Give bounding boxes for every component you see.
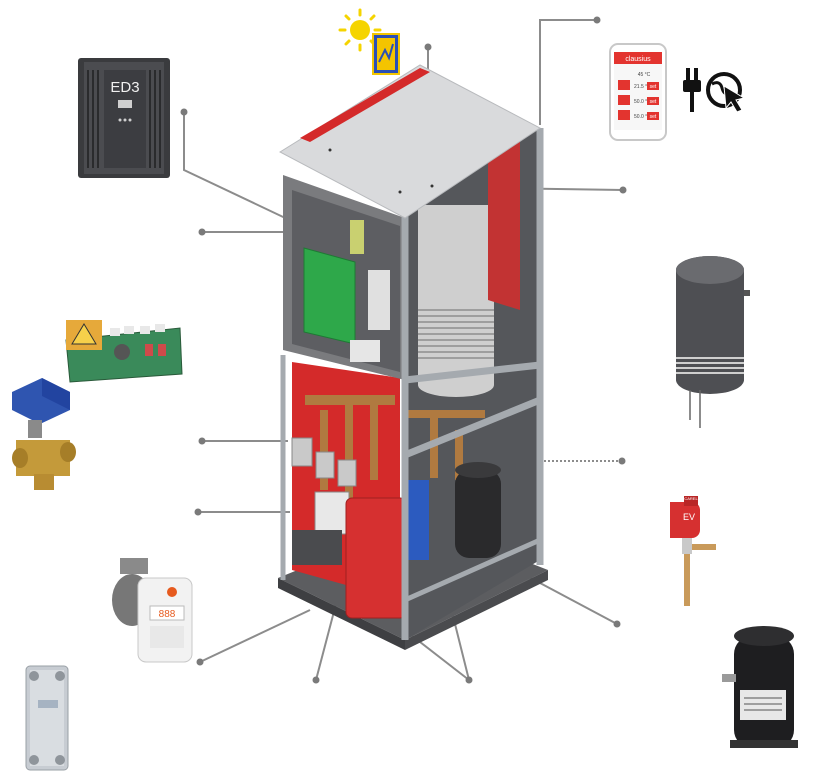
leader-dots xyxy=(180,16,627,684)
inverter-icon: ED3 xyxy=(78,58,170,178)
phone-row-icon xyxy=(618,110,630,120)
phone-row-value: 50.0 °C xyxy=(634,99,651,105)
phone-row-icon xyxy=(618,80,630,90)
valve-box xyxy=(337,459,357,487)
leader-line-inverter xyxy=(183,112,301,226)
ev-brand: CAREL xyxy=(684,496,698,501)
leader-dot xyxy=(198,437,206,445)
leader-dot xyxy=(424,43,432,51)
lid-red-edge xyxy=(300,68,430,142)
leader-line-exchanger xyxy=(199,609,311,663)
base-plate-side xyxy=(405,570,548,650)
remote-access-icon xyxy=(683,68,746,113)
phone-rows: 45 °C 21.5 °C set 50.0 °C set 50.0 °C se… xyxy=(618,72,659,120)
phone-set-label: set xyxy=(650,114,657,120)
frame xyxy=(280,128,544,640)
unit-compressor xyxy=(455,470,501,558)
motorized-valve-icon xyxy=(12,378,76,490)
smartphone-app-icon: clausius 45 °C 21.5 °C set 50.0 °C set 5… xyxy=(609,43,667,141)
unit-lid xyxy=(278,64,541,219)
storage-tank-icon xyxy=(676,256,750,428)
blue-tank xyxy=(405,480,429,560)
plate-heat-exchanger-icon xyxy=(25,665,69,771)
expansion-valve-icon: CAREL EV xyxy=(670,496,716,606)
phone-set-button xyxy=(647,112,659,120)
circulator-pump-icon: 888 xyxy=(112,558,193,663)
unit-pump xyxy=(314,491,350,535)
leader-dot xyxy=(465,676,473,684)
pipework xyxy=(305,395,485,500)
control-contactor xyxy=(350,340,380,362)
circuit-board-icon xyxy=(65,320,183,383)
control-green-module xyxy=(303,247,356,345)
phone-set-button xyxy=(647,82,659,90)
inverter-label: ED3 xyxy=(110,79,139,96)
control-relay xyxy=(368,270,390,330)
valve-box xyxy=(315,451,335,479)
valve-box xyxy=(291,437,313,467)
tank-coil xyxy=(418,309,494,359)
cabinet-red-corner xyxy=(488,140,520,310)
phone-row-value: 45 °C xyxy=(638,72,651,78)
sun-icon xyxy=(338,8,382,52)
phone-row-value: 21.5 °C xyxy=(634,84,651,90)
heat-pump-unit xyxy=(278,64,548,650)
phone-row-icon xyxy=(618,95,630,105)
unit-tank xyxy=(418,205,494,397)
leader-dot xyxy=(619,186,627,194)
app-brand: clausius xyxy=(625,56,651,63)
phone-set-label: set xyxy=(650,84,657,90)
phone-set-button xyxy=(647,97,659,105)
plug-icon xyxy=(683,68,701,112)
leader-dot xyxy=(180,108,188,116)
leader-dot xyxy=(194,508,202,516)
leader-dot xyxy=(196,658,204,666)
scroll-compressor-icon xyxy=(722,626,798,748)
leader-dot xyxy=(593,16,601,24)
base-plate-front xyxy=(278,578,405,650)
pump-display: 888 xyxy=(159,609,176,620)
control-module xyxy=(350,220,364,254)
solar-panel-icon xyxy=(338,8,400,75)
leader-dot xyxy=(312,676,320,684)
globe-cursor-icon xyxy=(706,72,746,113)
leader-line-app xyxy=(539,19,597,125)
leader-dot xyxy=(613,620,621,628)
expansion-vessel xyxy=(345,497,407,619)
unit-exchanger xyxy=(292,530,342,565)
ev-label: EV xyxy=(683,512,695,522)
leader-dot xyxy=(198,228,206,236)
phone-row-value: 50.0 °C xyxy=(634,114,651,120)
leader-dot xyxy=(618,457,626,465)
phone-set-label: set xyxy=(650,99,657,105)
